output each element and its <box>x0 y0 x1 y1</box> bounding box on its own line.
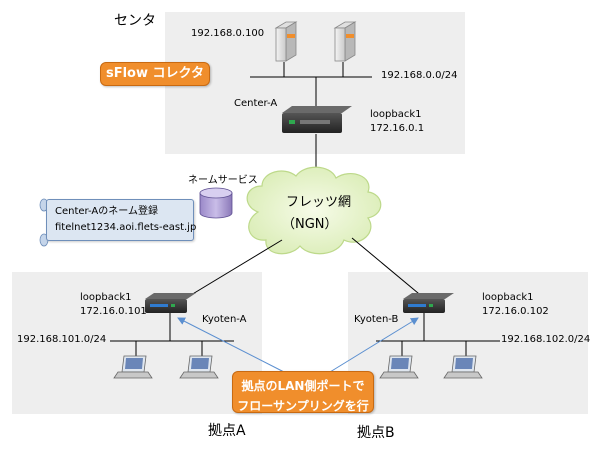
link-to-kyoten-a <box>185 239 283 299</box>
kyoten-a-router-icon <box>145 293 196 313</box>
kyoten-a-zone <box>12 272 262 414</box>
center-router-icon <box>282 106 352 133</box>
collector-ip-label: 192.168.0.100 <box>191 28 265 39</box>
kyoten-b-loopback-label: loopback1 <box>482 292 534 303</box>
kyoten-b-subnet: 192.168.102.0/24 <box>501 334 591 345</box>
center-loopback-label: loopback1 <box>370 109 422 120</box>
kyoten-a-pc1-icon <box>113 355 153 379</box>
ngn-cloud-label-line1: フレッツ網 <box>286 195 352 210</box>
flow-sampling-line1: 拠点のLAN側ポートで <box>241 379 365 393</box>
sampling-arrow-b <box>329 317 419 373</box>
center-loopback-ip: 172.16.0.1 <box>370 123 425 134</box>
sflow-collector-label: sFlow コレクタ <box>105 66 205 81</box>
name-service-db-icon <box>199 187 233 219</box>
center-subnet-label: 192.168.0.0/24 <box>381 70 458 81</box>
kyoten-b-pc1-icon <box>379 355 419 379</box>
server-icon <box>333 21 357 62</box>
link-to-kyoten-b <box>351 237 425 299</box>
flow-sampling-callout: 拠点のLAN側ポートで フローサンプリングを行う <box>232 371 374 430</box>
kyoten-b-zone <box>348 272 588 414</box>
center-router-name: Center-A <box>234 98 278 109</box>
flow-sampling-line2: フローサンプリングを行う <box>237 399 369 430</box>
dns-note-line2: fitelnet1234.aoi.flets-east.jp <box>55 222 197 233</box>
collector-server-icon <box>274 21 298 62</box>
kyoten-b-router-icon <box>403 293 454 313</box>
ngn-cloud-label-line2: （NGN） <box>282 217 338 232</box>
sampling-arrow-a <box>177 317 285 373</box>
kyoten-b-lan <box>376 312 500 356</box>
dns-note-line1: Center-Aのネーム登録 <box>55 206 158 217</box>
kyoten-a-lan <box>110 312 234 356</box>
dns-registration-note: Center-Aのネーム登録 fitelnet1234.aoi.flets-ea… <box>46 199 197 241</box>
kyoten-a-pc2-icon <box>179 355 219 379</box>
center-zone-label: センタ <box>114 13 156 29</box>
kyoten-b-router-name: Kyoten-B <box>354 314 399 325</box>
kyoten-b-loopback-ip: 172.16.0.102 <box>482 306 549 317</box>
name-service-label: ネームサービス <box>188 175 258 186</box>
kyoten-b-zone-label: 拠点B <box>357 425 395 441</box>
kyoten-a-router-name: Kyoten-A <box>202 314 247 325</box>
ngn-cloud <box>246 166 382 255</box>
kyoten-a-loopback-ip: 172.16.0.101 <box>80 306 147 317</box>
kyoten-a-loopback-label: loopback1 <box>80 292 132 303</box>
kyoten-a-subnet: 192.168.101.0/24 <box>17 334 107 345</box>
sflow-collector-callout: sFlow コレクタ <box>100 62 210 86</box>
kyoten-a-zone-label: 拠点A <box>208 423 246 439</box>
kyoten-b-pc2-icon <box>443 355 483 379</box>
